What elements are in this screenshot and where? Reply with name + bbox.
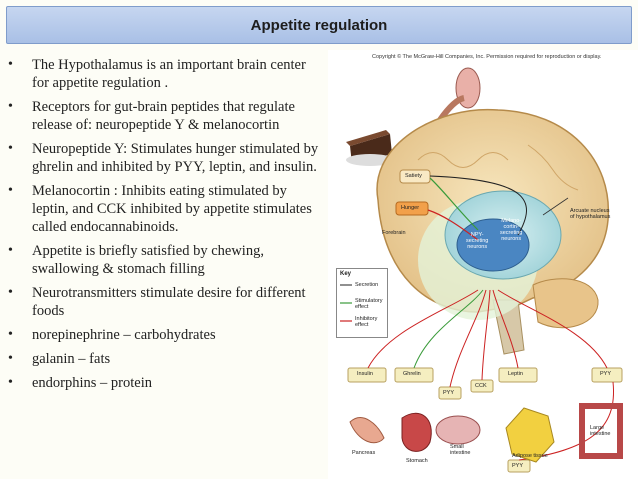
pyy-mid-label: PYY (443, 390, 455, 396)
organ-pancreas (349, 417, 385, 444)
key-title: Key (340, 271, 352, 277)
npy-neurons-label: NPY- secreting neurons (466, 232, 489, 251)
adipose-label: Adipose tissue (512, 453, 548, 459)
key-stimulatory: Stimulatory effect (355, 298, 383, 311)
key-legend: Key Secretion Stimulatory effect Inhibit… (336, 268, 388, 338)
copyright-notice: Copyright © The McGraw-Hill Companies, I… (372, 54, 602, 60)
bullet-item: Neurotransmitters stimulate desire for d… (6, 284, 326, 320)
melanocortin-neurons-label: Melano- cortin- secreting neurons (500, 218, 523, 243)
neuron-cluster (456, 218, 530, 272)
bullet-item: The Hypothalamus is an important brain c… (6, 56, 326, 92)
cerebellum-shape (532, 278, 599, 329)
insulin-label: Insulin (357, 371, 373, 377)
arcuate-nucleus-label: Arcuate nucleus of hypothalamus (570, 208, 611, 221)
satiety-label: Satiety (405, 173, 422, 179)
small-intestine-label: Small intestine (450, 444, 471, 457)
bullet-item: Neuropeptide Y: Stimulates hunger stimul… (6, 140, 326, 176)
bullet-item: galanin – fats (6, 350, 326, 368)
slide-title-bar: Appetite regulation (6, 6, 632, 44)
bullet-item: Melanocortin : Inhibits eating stimulate… (6, 182, 326, 236)
organ-adipose (505, 407, 555, 463)
organ-small-intestine (435, 415, 481, 445)
stomach-label: Stomach (406, 458, 428, 464)
bullet-item: Receptors for gut-brain peptides that re… (6, 98, 326, 134)
bullet-list: The Hypothalamus is an important brain c… (6, 56, 326, 398)
pancreas-label: Pancreas (352, 450, 376, 456)
signal-lines (367, 289, 615, 461)
key-inhibitory: Inhibitory effect (355, 316, 378, 329)
hunger-label: Hunger (401, 205, 420, 211)
organ-stomach (401, 412, 432, 452)
organ-large-intestine (579, 403, 623, 459)
pyy-bottom-label: PYY (512, 463, 524, 469)
forebrain-label: Forebrain (382, 230, 406, 236)
key-secretion: Secretion (355, 282, 379, 288)
key-arrows (340, 284, 352, 322)
pyy-right-label: PYY (600, 371, 612, 377)
ghrelin-label: Ghrelin (403, 371, 421, 377)
bullet-item: Appetite is briefly satisfied by chewing… (6, 242, 326, 278)
large-intestine-label: Large intestine (590, 425, 611, 438)
leptin-label: Leptin (508, 371, 523, 377)
diagram-drawing (346, 67, 623, 473)
appetite-diagram: Copyright © The McGraw-Hill Companies, I… (328, 50, 638, 479)
slide-title: Appetite regulation (250, 16, 388, 34)
cck-label: CCK (475, 383, 487, 389)
hormone-boxes (347, 367, 623, 473)
bullet-item: norepinephrine – carbohydrates (6, 326, 326, 344)
food-cake (346, 130, 394, 166)
bullet-item: endorphins – protein (6, 374, 326, 392)
